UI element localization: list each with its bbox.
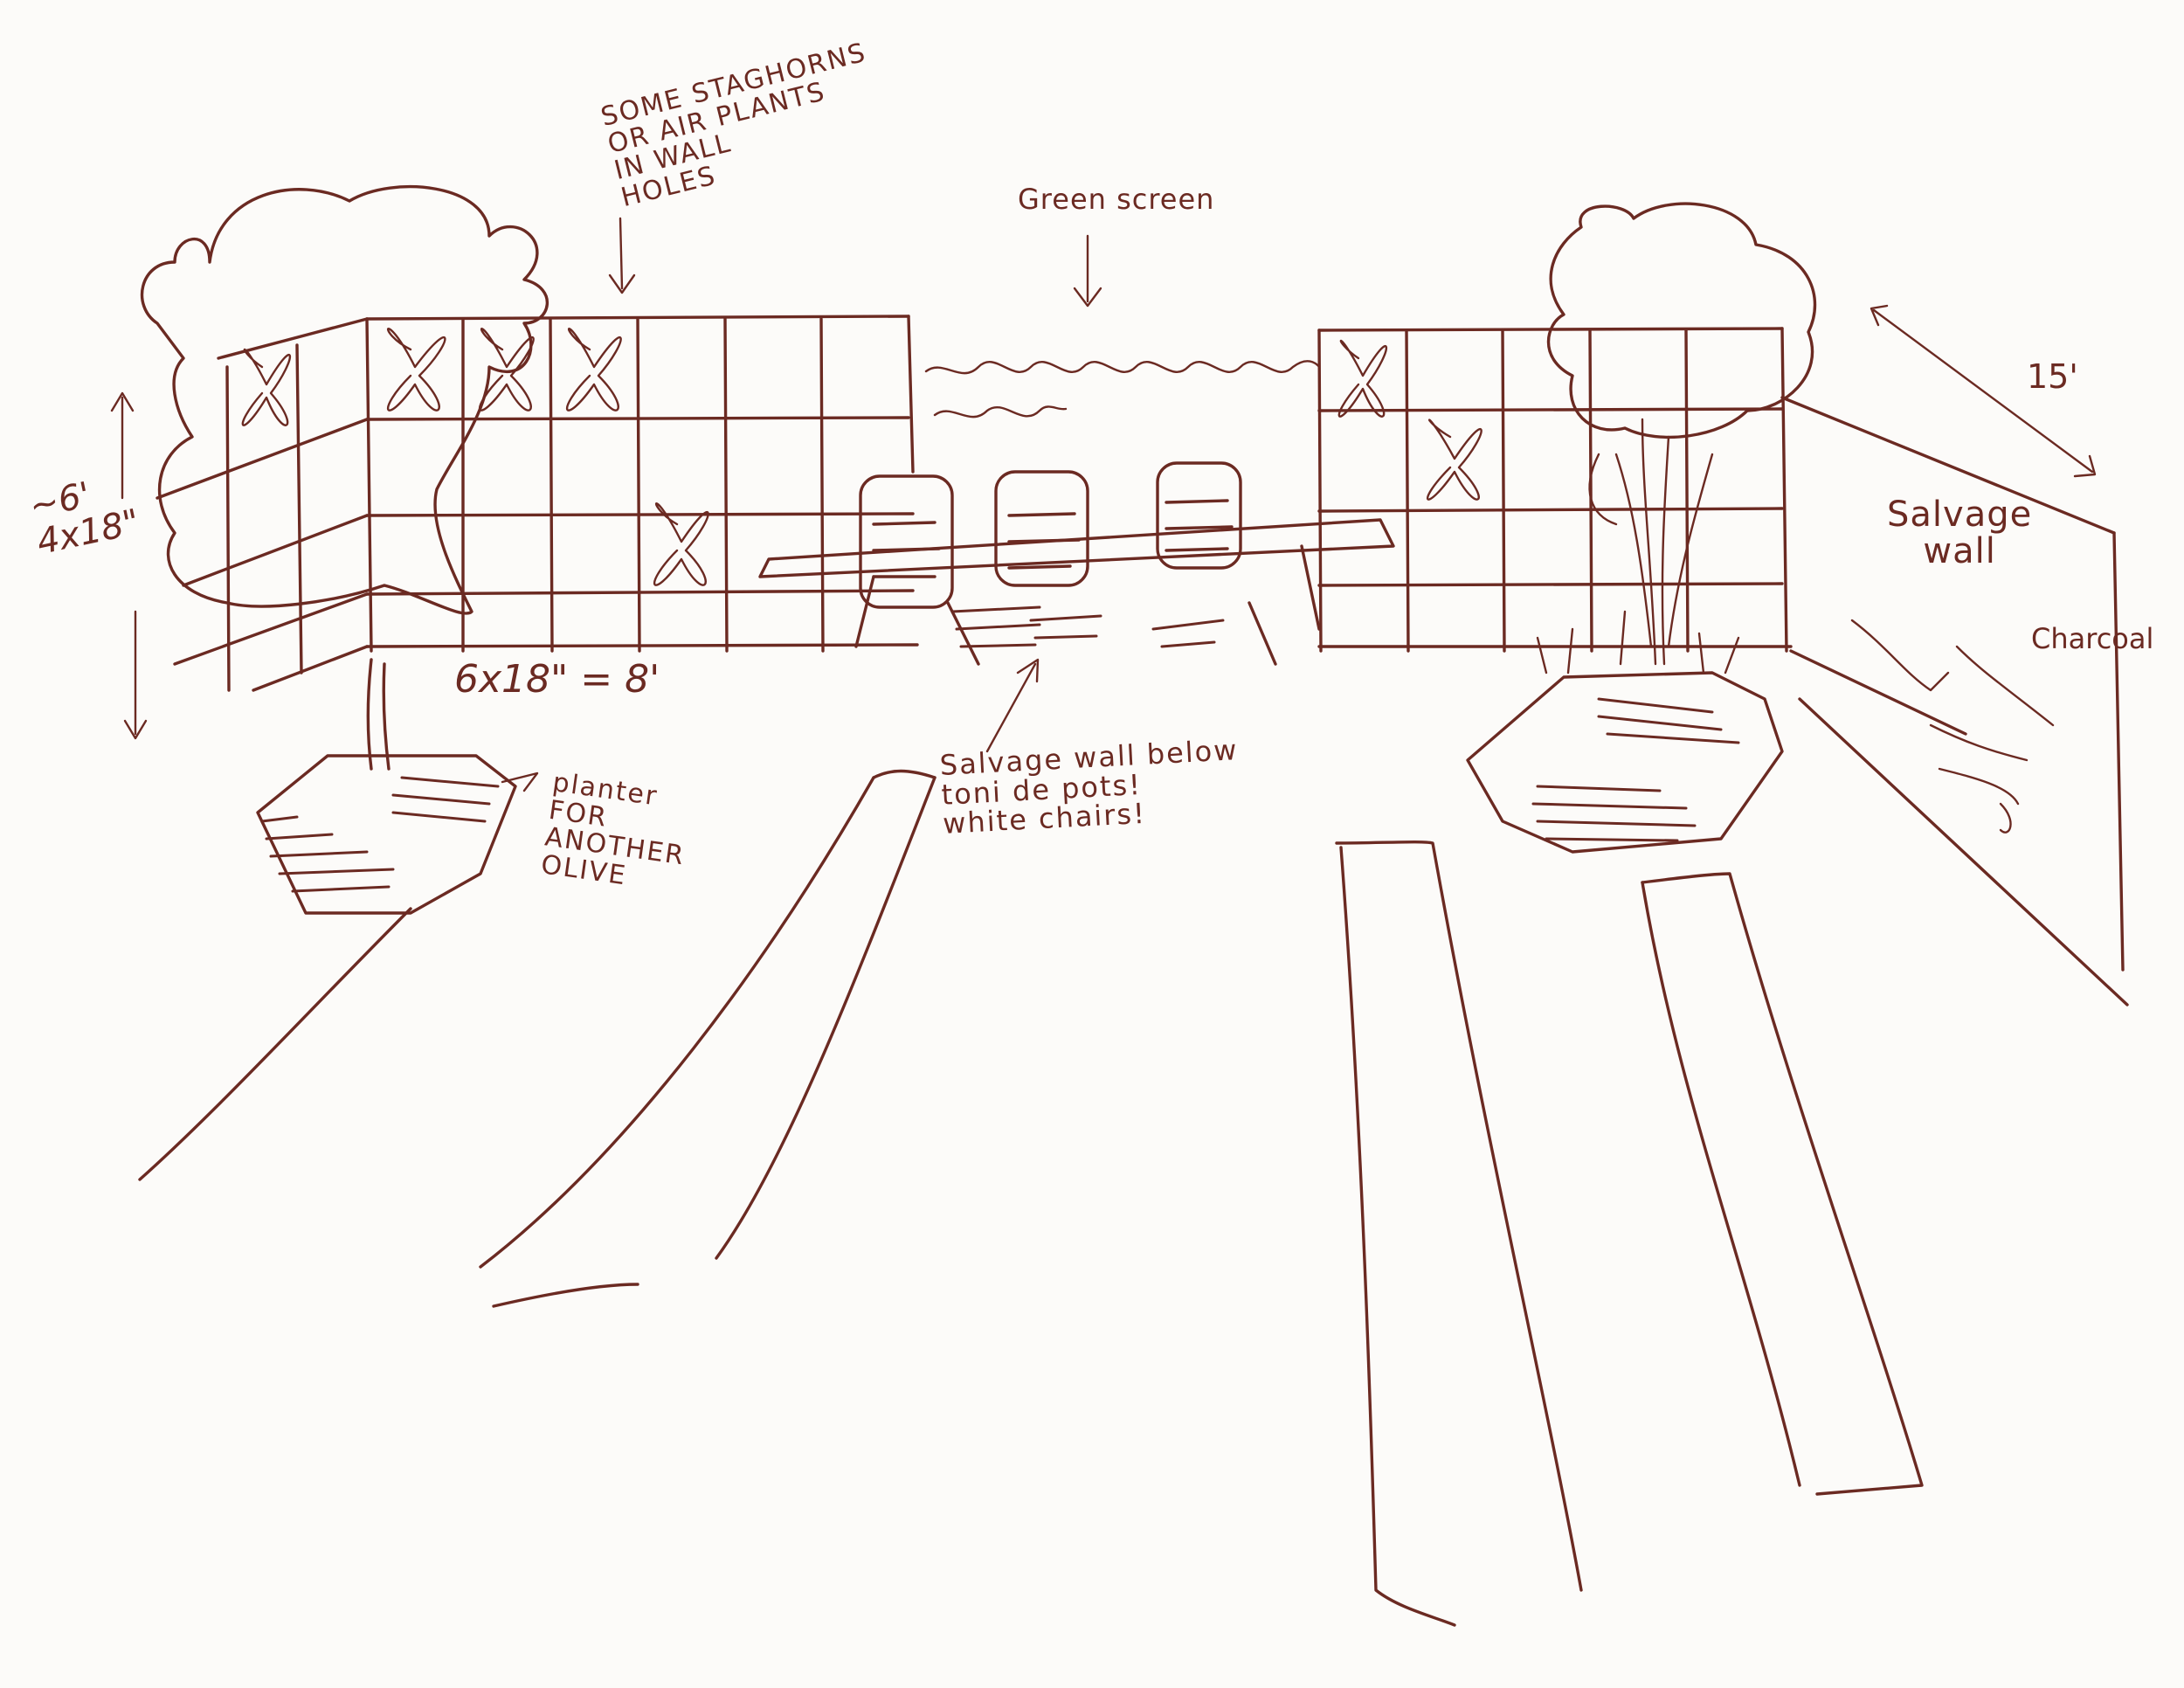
left-planter — [256, 658, 539, 915]
salvage-arrow — [985, 658, 1040, 753]
salvage-wall-label: Salvage wall — [1887, 495, 2033, 571]
ground-paths — [138, 769, 1924, 1627]
right-panel-wall — [1317, 327, 1793, 653]
staghorn-arrow — [608, 217, 636, 294]
fifteen-foot-label: 15' — [2027, 357, 2078, 396]
under-table-pots — [950, 605, 1225, 648]
salvage-below-note: Salvage wall below toni de pots! white c… — [938, 733, 1240, 841]
width-note: 6x18" = 8' — [454, 657, 660, 702]
wall-hole-motifs — [241, 327, 709, 586]
right-tree-canopy — [1546, 202, 1817, 439]
right-side-wall — [1780, 396, 2129, 1007]
fifteen-foot-arrow — [1870, 304, 2097, 478]
white-chairs — [859, 461, 1242, 609]
right-wall-hole-motifs — [1337, 339, 1482, 501]
left-panel-wall — [156, 315, 919, 692]
right-planter — [1466, 610, 1784, 854]
height-dimension-arrows — [110, 391, 148, 740]
right-wall-marks — [1850, 619, 2055, 834]
green-screen-label: Green screen — [1018, 183, 1215, 216]
left-tree-canopy — [140, 184, 549, 615]
dining-table — [758, 518, 1395, 666]
right-tree-trunk — [1588, 418, 1714, 666]
charcoal-label: Charcoal — [2031, 622, 2154, 655]
green-screen-indicator — [924, 234, 1321, 419]
planter-note: planter FOR ANOTHER OLIVE — [539, 767, 688, 891]
